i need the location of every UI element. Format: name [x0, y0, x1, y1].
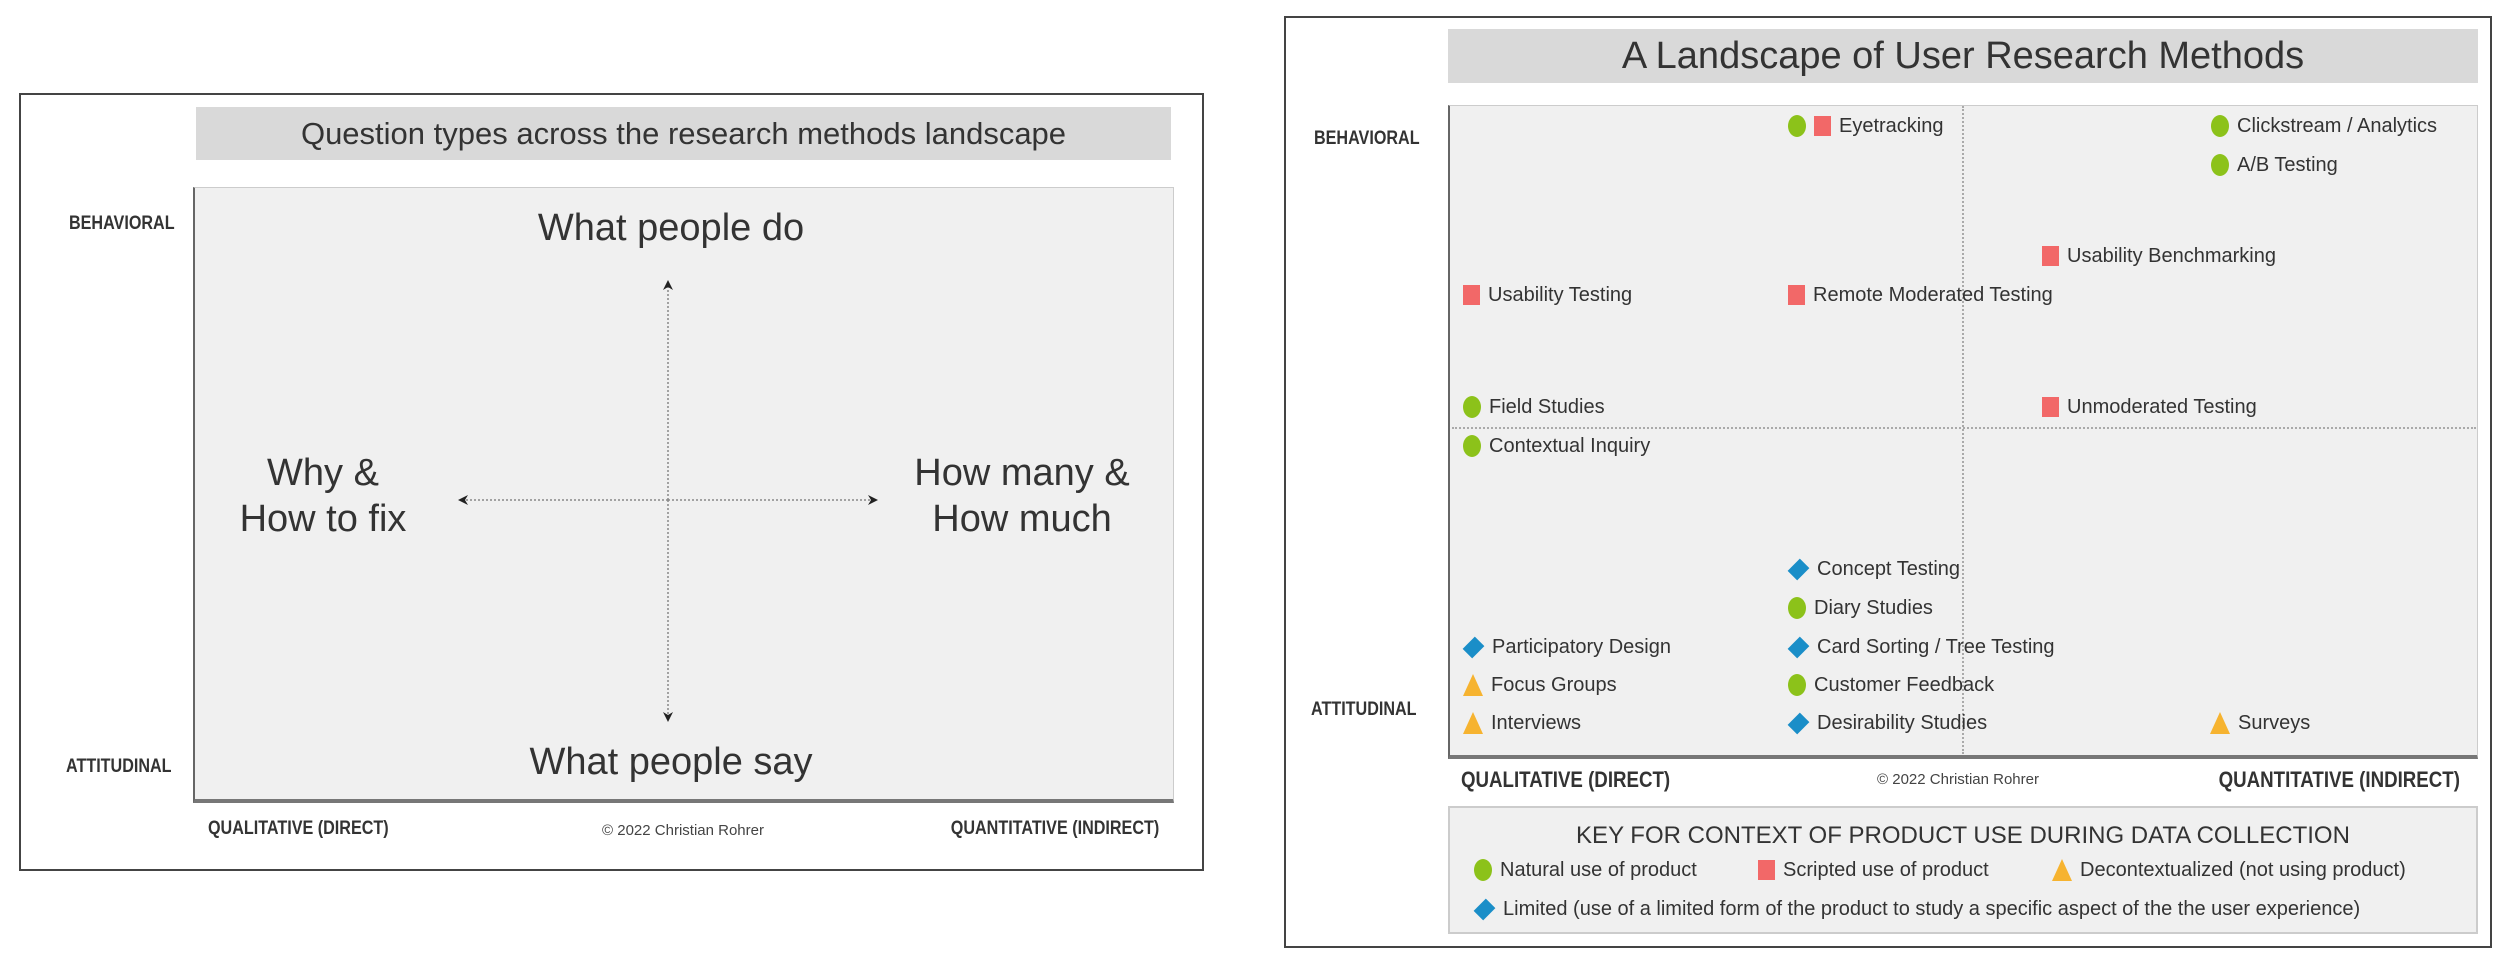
y-axis-top-label: BEHAVIORAL [69, 213, 175, 234]
x-axis-right-label: QUANTITATIVE (INDIRECT) [2218, 767, 2460, 792]
y-axis-bottom-label: ATTITUDINAL [1311, 699, 1417, 720]
method-item-label: Diary Studies [1814, 596, 1933, 619]
label-what-people-do: What people do [537, 207, 805, 249]
red-square-icon [1788, 285, 1805, 305]
method-item: Remote Moderated Testing [1788, 283, 2053, 307]
method-item-label: Surveys [2238, 711, 2311, 734]
method-item-label: Customer Feedback [1814, 673, 1995, 696]
method-item: Concept Testing [1787, 557, 1961, 581]
method-item-label: Concept Testing [1817, 557, 1961, 580]
method-item: Contextual Inquiry [1463, 434, 1650, 458]
red-square-icon [1814, 116, 1831, 136]
blue-diamond-icon [1787, 712, 1810, 734]
method-item: Field Studies [1463, 395, 1605, 419]
method-item: Desirability Studies [1787, 711, 1988, 735]
method-item: A/B Testing [2211, 153, 2338, 177]
copyright: © 2022 Christian Rohrer [602, 822, 764, 839]
blue-diamond-icon [1473, 898, 1496, 920]
method-item-label: Interviews [1491, 711, 1582, 734]
method-item: Participatory Design [1462, 635, 1671, 659]
green-circle-icon [2211, 115, 2229, 137]
orange-triangle-icon [1463, 674, 1483, 696]
method-item-label: Usability Testing [1488, 283, 1633, 306]
blue-diamond-icon [1462, 636, 1485, 658]
legend-entry-label: Scripted use of product [1783, 858, 1989, 881]
blue-diamond-icon [1787, 558, 1810, 580]
label-how-many-how-much: How many & How much [914, 450, 1129, 542]
legend-entry: Scripted use of product [1758, 858, 1989, 882]
x-axis-right-label: QUANTITATIVE (INDIRECT) [950, 818, 1159, 839]
x-axis-left-label: QUALITATIVE (DIRECT) [208, 818, 389, 839]
label-what-people-say: What people say [529, 741, 813, 783]
green-circle-icon [1474, 859, 1492, 881]
legend-entry-label: Limited (use of a limited form of the pr… [1503, 897, 2361, 920]
green-circle-icon [1463, 396, 1481, 418]
legend-entry: Limited (use of a limited form of the pr… [1473, 897, 2361, 921]
method-item-label: Contextual Inquiry [1489, 434, 1651, 457]
method-item: Eyetracking [1788, 114, 1944, 138]
method-item: Interviews [1463, 711, 1581, 735]
method-item: Clickstream / Analytics [2211, 114, 2437, 138]
blue-diamond-icon [1787, 636, 1810, 658]
red-square-icon [2042, 397, 2059, 417]
right-title-text: A Landscape of User Research Methods [1621, 34, 2305, 77]
legend-entry: Decontextualized (not using product) [2052, 858, 2406, 882]
method-item: Focus Groups [1463, 673, 1617, 697]
y-axis-bottom-label: ATTITUDINAL [66, 756, 172, 777]
red-square-icon [1463, 285, 1480, 305]
green-circle-icon [1788, 674, 1806, 696]
method-item: Customer Feedback [1788, 673, 1994, 697]
legend-entry-label: Natural use of product [1500, 858, 1697, 881]
left-plot-area [193, 187, 1174, 803]
method-item: Usability Testing [1463, 283, 1632, 307]
method-item-label: Eyetracking [1839, 114, 1944, 137]
method-item-label: Field Studies [1489, 395, 1605, 418]
orange-triangle-icon [1463, 712, 1483, 734]
horizontal-divider [1452, 427, 2476, 429]
legend-title: KEY FOR CONTEXT OF PRODUCT USE DURING DA… [1576, 822, 2350, 849]
method-item-label: Unmoderated Testing [2067, 395, 2257, 418]
green-circle-icon [1463, 435, 1481, 457]
right-diagram-title: A Landscape of User Research Methods [1448, 29, 2478, 83]
method-item-label: A/B Testing [2237, 153, 2338, 176]
legend-entry: Natural use of product [1474, 858, 1697, 882]
method-item-label: Participatory Design [1492, 635, 1671, 658]
method-item: Diary Studies [1788, 596, 1933, 620]
vertical-divider [1962, 106, 1964, 754]
label-line: How to fix [239, 498, 407, 540]
x-axis-left-label: QUALITATIVE (DIRECT) [1461, 767, 1671, 792]
label-line: Why & [267, 452, 379, 494]
method-item: Surveys [2210, 711, 2310, 735]
green-circle-icon [2211, 154, 2229, 176]
label-line: How many & [914, 452, 1130, 494]
label-line: How much [932, 498, 1112, 540]
red-square-icon [2042, 246, 2059, 266]
red-square-icon [1758, 860, 1775, 880]
orange-triangle-icon [2052, 859, 2072, 881]
method-item-label: Focus Groups [1491, 673, 1617, 696]
y-axis-top-label: BEHAVIORAL [1314, 128, 1420, 149]
method-item-label: Usability Benchmarking [2067, 244, 2276, 267]
orange-triangle-icon [2210, 712, 2230, 734]
legend-entry-label: Decontextualized (not using product) [2080, 858, 2406, 881]
method-item: Unmoderated Testing [2042, 395, 2257, 419]
method-item-label: Remote Moderated Testing [1813, 283, 2053, 306]
green-circle-icon [1788, 597, 1806, 619]
method-item-label: Desirability Studies [1817, 711, 1988, 734]
left-title-text: Question types across the research metho… [300, 115, 1067, 151]
axis-arrows [458, 280, 878, 722]
green-circle-icon [1788, 115, 1806, 137]
legend-key: KEY FOR CONTEXT OF PRODUCT USE DURING DA… [1448, 806, 2478, 934]
label-why-how-to-fix: Why & How to fix [240, 450, 407, 542]
method-item-label: Clickstream / Analytics [2237, 114, 2438, 137]
left-diagram-title: Question types across the research metho… [196, 107, 1171, 160]
method-item: Usability Benchmarking [2042, 244, 2276, 268]
method-item-label: Card Sorting / Tree Testing [1817, 635, 2055, 658]
copyright: © 2022 Christian Rohrer [1877, 771, 2039, 788]
method-item: Card Sorting / Tree Testing [1787, 635, 2055, 659]
